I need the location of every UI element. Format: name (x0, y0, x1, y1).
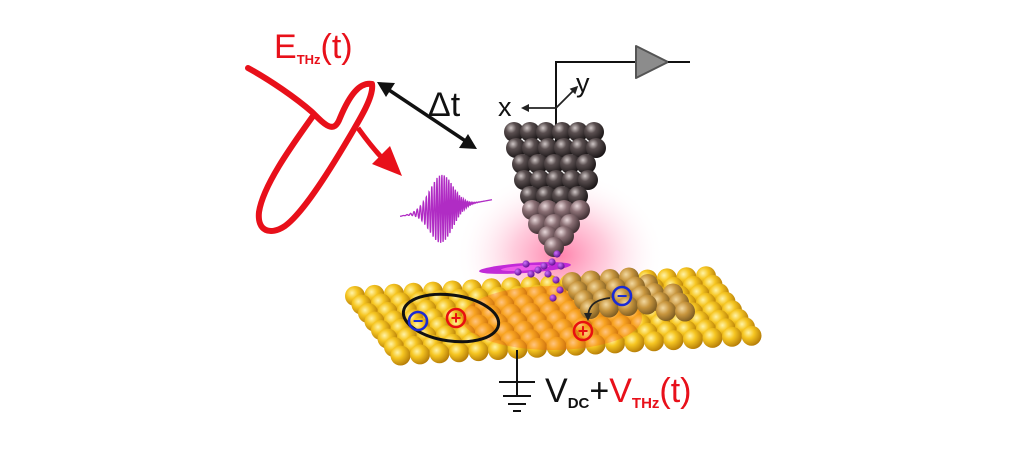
y-axis-label: y (576, 68, 590, 98)
tip-atom (554, 138, 574, 158)
tip-atom (546, 170, 566, 190)
electron-dot (552, 276, 560, 284)
substrate-atom (644, 331, 664, 352)
tip-atom (552, 122, 572, 142)
substrate-atom (605, 333, 625, 354)
electron-dot (557, 262, 565, 270)
substrate-atom (585, 334, 606, 355)
charge-plus-left (445, 307, 467, 329)
tip-atom (536, 122, 556, 142)
electron-dot (553, 250, 561, 258)
delay-arrow-head-b (459, 134, 477, 149)
tip-atom (570, 200, 590, 220)
electron-dot (549, 294, 557, 302)
thz-waveform (245, 65, 376, 234)
delay-arrow-head-a (377, 82, 395, 97)
tip-atom (522, 138, 542, 158)
substrate-atom (663, 330, 684, 351)
charge-minus-right-sign: − (617, 286, 628, 306)
thz-arrow-head (372, 146, 402, 176)
substrate-atom (683, 329, 703, 349)
ground-symbol-icon (499, 381, 535, 412)
substrate-atom (468, 341, 489, 362)
delay-label: Δt (428, 86, 461, 124)
tip-atom (586, 138, 606, 158)
charge-plus-right (572, 320, 594, 342)
electron-dot (514, 268, 522, 276)
electron-dot (527, 270, 535, 278)
tip-atom (514, 170, 534, 190)
substrate-atom (624, 332, 645, 353)
substrate-atom (527, 337, 547, 358)
substrate-atom (546, 336, 567, 357)
tip-atom (512, 154, 532, 174)
tip-atom (584, 122, 604, 142)
bias-plus: + (589, 372, 609, 410)
tip-atom (506, 138, 526, 158)
tip-atom (578, 170, 598, 190)
substrate-atom (507, 338, 528, 359)
adatom (656, 301, 676, 321)
e-field-tail: (t) (321, 28, 353, 66)
adatom (675, 301, 695, 322)
delay-arrow (382, 84, 471, 146)
vthz-main: V (609, 372, 632, 410)
substrate-atom (449, 342, 469, 363)
electron-dot (544, 270, 552, 278)
stm-tip (504, 122, 606, 257)
substrate-atom (722, 326, 742, 347)
substrate-atom (429, 343, 450, 364)
tip-atom (562, 170, 582, 190)
exciton-ellipse (401, 292, 501, 344)
substrate-atom (702, 327, 723, 348)
y-axis-arrow (555, 85, 579, 109)
electron-dot (522, 260, 530, 268)
charge-minus-left-sign: − (413, 311, 424, 331)
adatom (618, 296, 638, 316)
charge-plus-right-sign: + (578, 321, 589, 341)
charge-minus-right (611, 285, 633, 307)
substrate-atom (390, 345, 411, 366)
tip-atom (576, 154, 596, 174)
vthz-tail: (t) (659, 372, 691, 410)
substrate-atom (410, 344, 430, 365)
charge-minus-left (407, 310, 429, 332)
electron-dot (556, 286, 564, 294)
tip-atom (568, 122, 588, 142)
charge-plus-left-sign: + (451, 308, 462, 328)
tunneling-electrons (514, 250, 565, 302)
bias-label: VDC+VTHz(t) (545, 372, 692, 412)
x-axis-label: x (498, 92, 512, 122)
amplifier-icon (635, 45, 669, 79)
tip-atom (544, 154, 564, 174)
electron-dot (548, 258, 556, 266)
e-field-main: E (274, 28, 297, 66)
e-field-label: ETHz(t) (274, 28, 353, 67)
vthz-sub: THz (632, 395, 660, 412)
laser-focus-core (501, 264, 549, 272)
tip-atom (530, 170, 550, 190)
charge-transfer-arrow (584, 297, 611, 321)
tip-atom (538, 138, 558, 158)
vdc-sub: DC (568, 395, 590, 412)
e-field-sub: THz (297, 52, 321, 67)
tip-atom (560, 154, 580, 174)
vdc-main: V (545, 372, 568, 410)
adatom (599, 297, 619, 318)
tip-atom (570, 138, 590, 158)
substrate-atom (488, 340, 508, 360)
electron-dot (534, 266, 542, 274)
adatom (637, 294, 657, 315)
tip-atom (528, 154, 548, 174)
optical-pulse (399, 174, 493, 243)
tip-atom (520, 122, 540, 142)
electron-dot (540, 262, 548, 270)
tip-atom (504, 122, 524, 142)
substrate-atom (741, 325, 762, 346)
